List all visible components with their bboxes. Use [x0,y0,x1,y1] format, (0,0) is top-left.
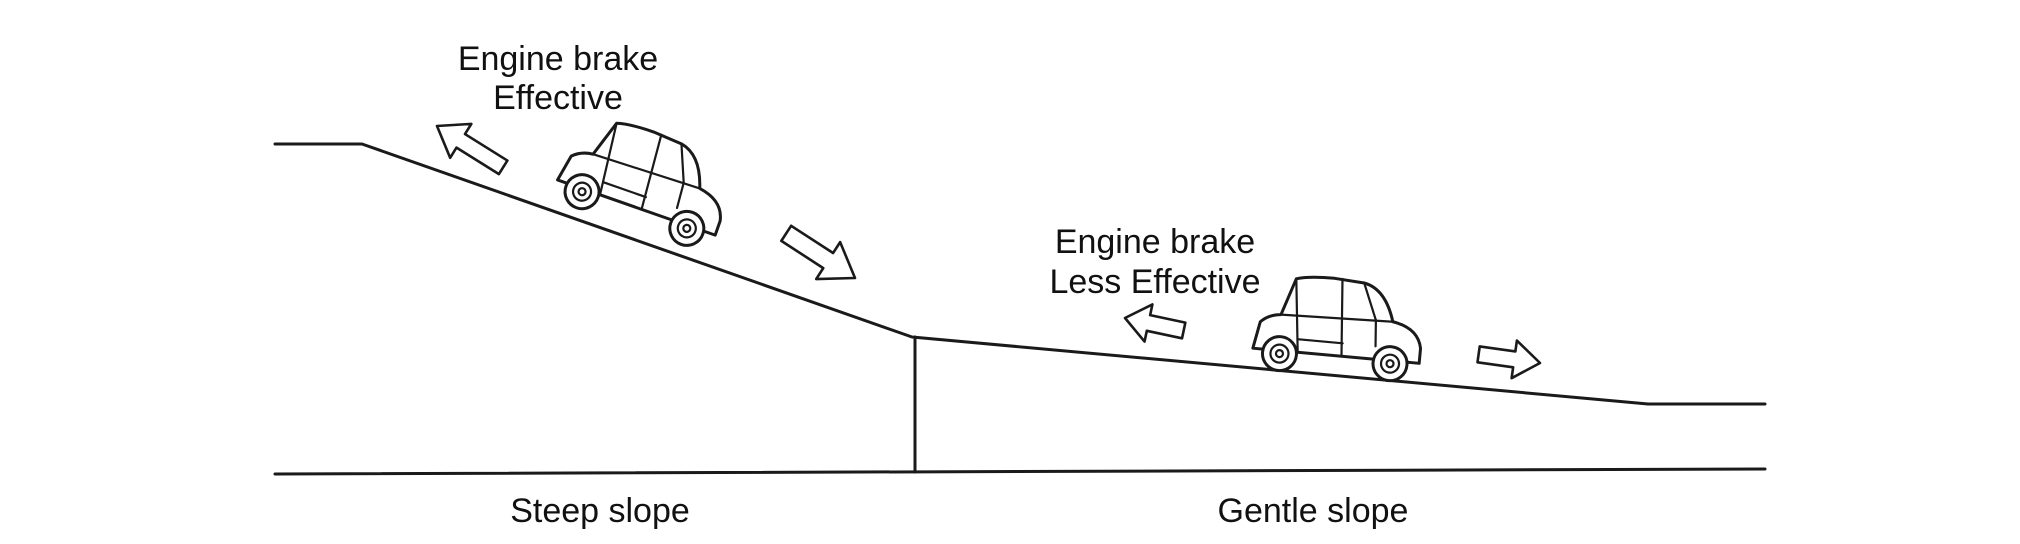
steep-annotation-line2: Effective [493,79,623,117]
gentle-slope-caption: Gentle slope [1218,492,1409,530]
gentle-annotation-line2: Less Effective [1049,263,1260,301]
gentle-annotation-line1: Engine brake [1055,223,1255,261]
block-arrow-icon [435,122,509,176]
car-icon [1251,275,1423,383]
baseline [273,467,1767,476]
block-arrow-icon [1123,303,1187,343]
slope-profile-line [273,142,1767,406]
terrain [273,142,1767,476]
block-arrow-icon [1476,339,1542,380]
steep-slope-caption: Steep slope [510,492,690,530]
car-icon [556,121,722,247]
steep-annotation-line1: Engine brake [458,40,658,78]
block-arrow-icon [780,224,857,281]
